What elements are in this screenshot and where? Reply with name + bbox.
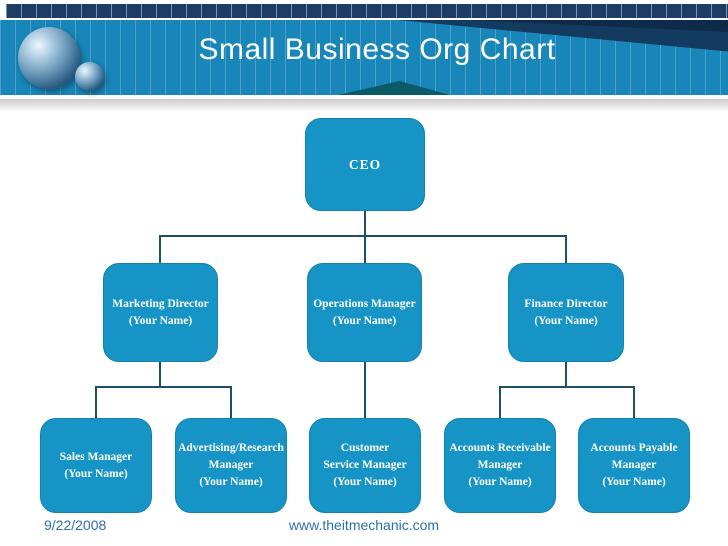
connector	[364, 235, 366, 263]
connector	[565, 235, 567, 263]
header-shadow	[0, 99, 728, 112]
globe-sphere-icon	[18, 27, 80, 89]
slide-title: Small Business Org Chart	[198, 33, 556, 66]
footer-website: www.theitmechanic.com	[288, 517, 440, 533]
org-node-operations-manager: Operations Manager (Your Name)	[307, 263, 422, 362]
connector	[230, 386, 232, 418]
connector	[499, 386, 501, 418]
org-node-accounts-payable-manager: Accounts Payable Manager (Your Name)	[578, 418, 690, 513]
connector	[95, 386, 97, 418]
connector	[633, 386, 635, 418]
org-node-accounts-receivable-manager: Accounts Receivable Manager (Your Name)	[444, 418, 556, 513]
header-band	[0, 20, 728, 95]
connector	[159, 235, 567, 237]
header-teal-wedge-decoration	[338, 81, 450, 95]
globe-sphere-small-icon	[75, 62, 104, 91]
connector	[499, 386, 635, 388]
org-node-marketing-director: Marketing Director (Your Name)	[103, 263, 218, 362]
connector	[159, 362, 161, 388]
footer-date: 9/22/2008	[44, 517, 107, 533]
org-node-customer-service-manager: Customer Service Manager (Your Name)	[309, 418, 421, 513]
connector	[364, 211, 366, 237]
org-node-finance-director: Finance Director (Your Name)	[508, 263, 624, 362]
org-node-sales-manager: Sales Manager (Your Name)	[40, 418, 152, 513]
connector	[565, 362, 567, 388]
connector	[159, 235, 161, 263]
connector	[95, 386, 232, 388]
header-top-strip	[6, 4, 728, 18]
org-node-advertising-research-manager: Advertising/Research Manager (Your Name)	[175, 418, 287, 513]
org-node-ceo: CEO	[305, 118, 425, 211]
connector	[364, 362, 366, 418]
